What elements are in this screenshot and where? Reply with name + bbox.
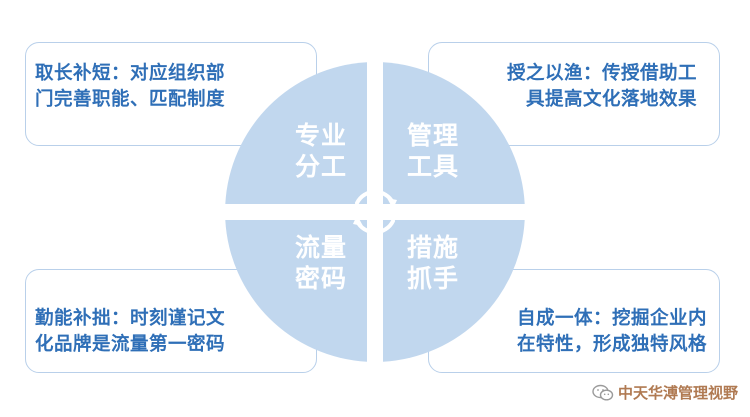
quadrant-bottom-right (383, 220, 525, 362)
box-top-right-line2: 具提高文化落地效果 (525, 89, 697, 110)
quadrant-circle (225, 62, 525, 362)
quadrant-bottom-right-line2: 抓手 (406, 264, 459, 293)
quadrant-label-top-left: 专业 分工 (286, 120, 356, 182)
quadrant-label-bottom-left: 流量 密码 (286, 232, 356, 294)
watermark-text: 中天华溥管理视野 (617, 384, 738, 402)
quadrant-bottom-left-line2: 密码 (294, 264, 347, 293)
quadrant-bottom-left (225, 220, 367, 362)
quadrant-top-right (383, 62, 525, 204)
cycle-arrows-icon (355, 189, 395, 235)
box-top-right-line1: 授之以渔：传授借助工 (506, 63, 697, 84)
box-bottom-right-line1: 自成一体：挖掘企业内 (516, 308, 707, 329)
box-top-left-line2: 门完善职能、匹配制度 (35, 89, 226, 110)
quadrant-bottom-right-line1: 措施 (406, 233, 459, 262)
quadrant-bottom-left-line1: 流量 (294, 233, 347, 262)
cycle-arrowheads-icon (353, 198, 397, 226)
box-top-left: 取长补短：对应组织部 门完善职能、匹配制度 (25, 42, 317, 146)
quadrant-label-bottom-right: 措施 抓手 (398, 232, 468, 294)
quadrant-top-right-line1: 管理 (406, 121, 459, 150)
quadrant-label-top-right: 管理 工具 (398, 120, 468, 182)
box-bottom-left-line1: 勤能补拙：时刻谨记文 (35, 308, 226, 329)
watermark: 中天华溥管理视野 (592, 382, 738, 403)
box-bottom-right-line2: 在特性，形成独特风格 (516, 334, 707, 355)
quadrant-top-left-line1: 专业 (294, 121, 347, 150)
quadrant-top-left-line2: 分工 (294, 152, 347, 181)
wechat-icon (592, 384, 614, 401)
quadrant-top-left (225, 62, 367, 204)
box-top-left-line1: 取长补短：对应组织部 (35, 63, 226, 84)
quadrant-top-right-line2: 工具 (406, 152, 459, 181)
box-bottom-left-line2: 化品牌是流量第一密码 (35, 334, 226, 355)
